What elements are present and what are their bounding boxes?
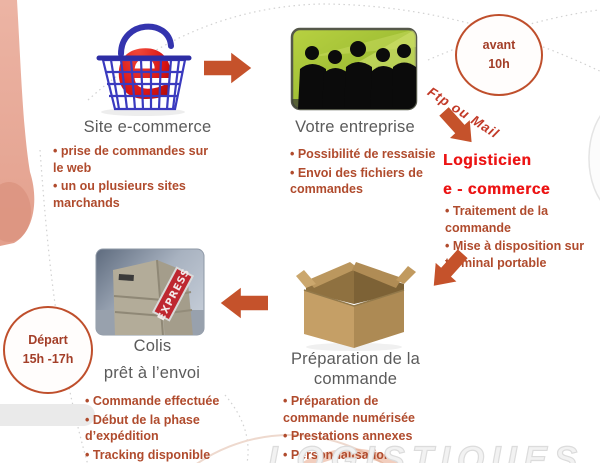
arrow-down-right-icon [439,107,472,143]
bullet-item: • Commande effectuée [85,394,220,408]
bullet-item: • Début de la phase d’expédition [85,412,200,444]
badge-avant-10h: avant 10h [455,14,543,96]
bullet-item: • un ou plusieurs sites marchands [53,179,186,210]
step-title-site: Site e-commerce [83,118,212,136]
faint-orange-arc [301,448,403,463]
bullet-item: • Envoi des fichiers de commandes [290,165,423,197]
shopping-basket-image: e [96,16,192,118]
step-bullets-colis: • Commande effectuée • Début de la phase … [85,393,243,463]
bullet-item: • Personnalisation [283,447,392,462]
watermark-text: LOGISTIQUES [267,439,585,463]
badge-depart-line2: 15h -17h [22,352,74,366]
step-title-colis-line2: prêt à l’envoi [103,364,201,382]
page-curl-shape [588,115,600,201]
logisticien-heading-line1: Logisticien [443,152,532,169]
bullet-item: • Mise à disposition sur terminal portab… [445,239,585,270]
step-title-entreprise: Votre entreprise [295,118,415,136]
faint-circle [196,434,384,463]
bullet-item: • Traitement de la commande [445,204,549,235]
step-title-preparation: Préparation de la commande [290,350,421,388]
open-box-image [296,262,416,351]
arrow-right-icon [204,52,252,84]
bullet-item: • Prestations annexes [283,429,413,443]
step-bullets-logisticien: • Traitement de la commande • Mise à disp… [445,203,587,273]
step-bullets-site: • prise de commandes sur le web • un ou p… [53,143,216,213]
badge-avant-line2: 10h [488,57,510,71]
gray-capsule-shape [0,404,95,426]
logisticien-heading-line2: e - commerce [443,181,551,199]
svg-text:e: e [115,16,175,118]
business-people-image [290,27,418,111]
bullet-item: • Préparation de commande numérisée [283,394,415,425]
bullet-item: • prise de commandes sur le web [53,144,209,175]
express-parcel-image: EXPRESS [95,248,205,336]
bullet-item: • Possibilité de ressaisie [290,147,436,161]
bullet-item: • Tracking disponible [85,447,211,462]
arrow-down-left-icon [433,249,468,286]
step-bullets-entreprise: • Possibilité de ressaisie • Envoi des fi… [290,146,438,200]
step-title-colis-line1: Colis [133,337,172,355]
badge-depart: Départ 15h -17h [3,306,93,394]
badge-avant-line1: avant [482,38,516,53]
pink-band-blob [0,182,31,242]
step-bullets-preparation: • Préparation de commande numérisée • Pre… [283,393,445,463]
arrow-left-icon [220,287,268,319]
logisticien-heading: Logisticien e - commerce [443,146,598,205]
badge-depart-line1: Départ [28,333,68,348]
